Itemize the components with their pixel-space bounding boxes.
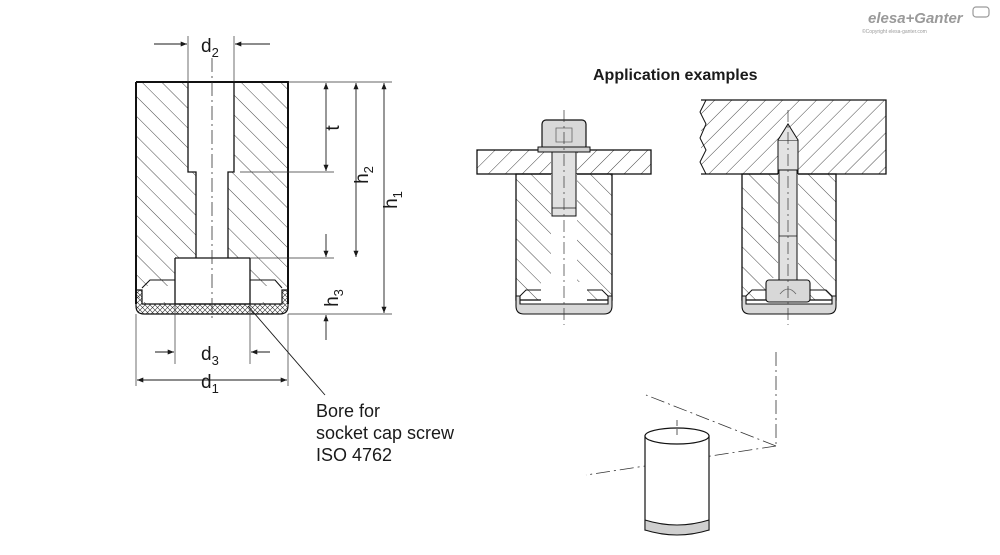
dimension-lines bbox=[137, 41, 387, 396]
main-section-view bbox=[135, 36, 392, 386]
note-line-3: ISO 4762 bbox=[316, 445, 392, 465]
logo-text: elesa+Ganter bbox=[868, 10, 964, 27]
dim-d2: d2 bbox=[201, 36, 219, 60]
dim-d3: d3 bbox=[201, 344, 219, 368]
dim-h3: h3 bbox=[322, 289, 346, 307]
bore-note: Bore for socket cap screw ISO 4762 bbox=[316, 401, 455, 465]
brand-logo: elesa+Ganter ©Copyright elesa-ganter.com bbox=[862, 6, 990, 35]
dim-t: t bbox=[323, 125, 344, 131]
isometric-cylinder bbox=[585, 352, 777, 536]
application-example-2 bbox=[699, 99, 887, 325]
note-line-2: socket cap screw bbox=[316, 423, 455, 443]
dim-d1: d1 bbox=[201, 372, 219, 396]
logo-copyright: ©Copyright elesa-ganter.com bbox=[862, 28, 927, 35]
application-title: Application examples bbox=[593, 67, 758, 84]
ce-mark-icon bbox=[972, 6, 990, 18]
application-example-1 bbox=[476, 110, 652, 325]
note-line-1: Bore for bbox=[316, 401, 380, 421]
dim-h2: h2 bbox=[352, 166, 376, 184]
dim-h1: h1 bbox=[381, 191, 405, 209]
